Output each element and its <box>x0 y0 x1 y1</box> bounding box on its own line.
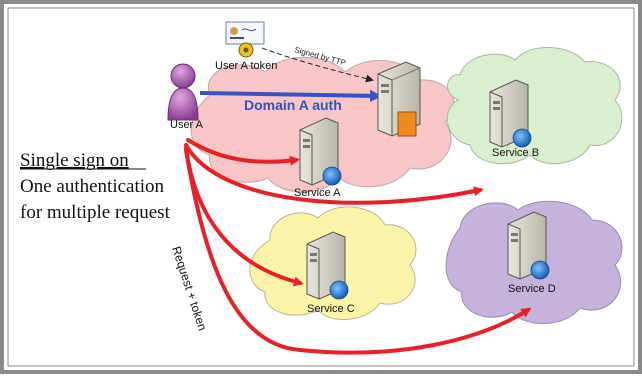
arrow-signed-by <box>261 47 374 83</box>
service-b-label: Service B <box>492 147 539 159</box>
arrow-to-service-d <box>184 148 532 355</box>
server-icon-service-b <box>489 79 532 148</box>
domain-auth-label: Domain A auth <box>244 97 342 113</box>
user-label: User A <box>170 119 204 131</box>
sso-line-2: for multiple request <box>20 202 171 223</box>
server-icon-auth <box>377 61 421 137</box>
sso-title: Single sign on <box>20 150 129 171</box>
request-token-label: Request + token <box>169 245 209 333</box>
server-icon-service-a <box>299 117 342 186</box>
gear-icon <box>238 42 254 58</box>
certificate-icon <box>225 21 265 45</box>
inner-frame <box>7 7 635 367</box>
service-d-label: Service D <box>508 283 556 295</box>
arrow-to-service-a <box>186 138 300 166</box>
service-c-label: Service C <box>307 303 355 315</box>
arrow-domain-auth <box>199 89 382 102</box>
sso-line-1: One authentication <box>20 176 165 197</box>
server-icon-service-c <box>306 231 349 300</box>
arrow-to-service-b <box>184 143 484 205</box>
server-icon-service-d <box>507 211 550 280</box>
token-label: User A token <box>215 60 277 72</box>
service-a-label: Service A <box>294 187 341 199</box>
user-icon <box>167 63 199 121</box>
